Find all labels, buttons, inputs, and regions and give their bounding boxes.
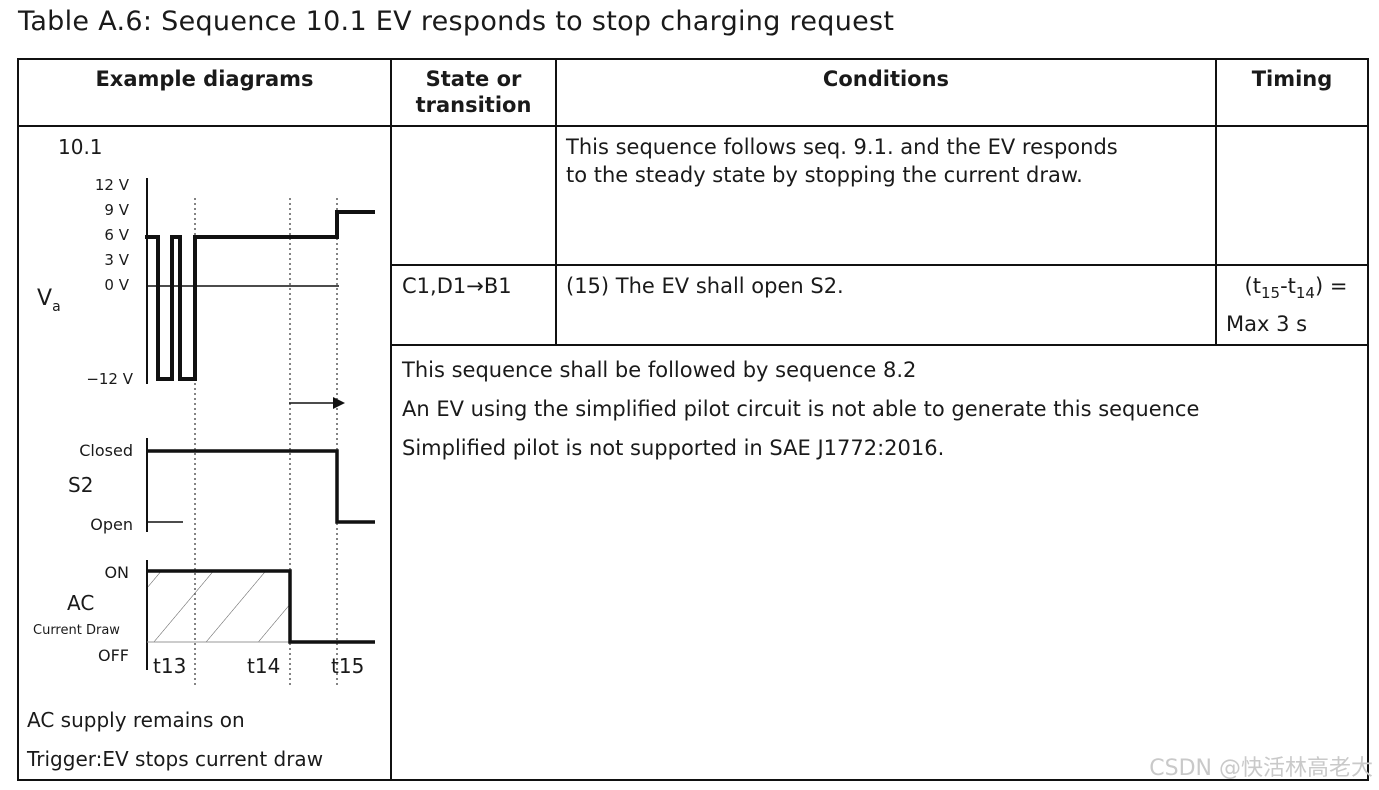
col-divider-1 bbox=[390, 58, 392, 781]
header-state-line2: transition bbox=[415, 93, 532, 117]
row2-condition: (15) The EV shall open S2. bbox=[566, 274, 844, 298]
timing-part-a: (t bbox=[1244, 274, 1261, 298]
table-border-left bbox=[17, 58, 19, 781]
va-label: Va bbox=[37, 286, 61, 315]
time-label-t15: t15 bbox=[331, 654, 364, 678]
tick-minus12v: −12 V bbox=[86, 370, 133, 388]
header-timing: Timing bbox=[1251, 67, 1333, 91]
row2-timing-line1: (t15-t14) = bbox=[1227, 272, 1365, 307]
ac-label: AC bbox=[67, 591, 94, 615]
row1-condition: This sequence follows seq. 9.1. and the … bbox=[566, 133, 1118, 189]
timing-part-b: -t bbox=[1280, 274, 1296, 298]
ac-off-label: OFF bbox=[98, 646, 129, 665]
ac-on-label: ON bbox=[104, 563, 129, 582]
va-label-main: V bbox=[37, 286, 52, 311]
timing-sub-15: 15 bbox=[1260, 284, 1281, 302]
tick-12v: 12 V bbox=[95, 176, 130, 194]
header-example-diagrams: Example diagrams bbox=[95, 67, 314, 91]
ac-waveform bbox=[147, 569, 375, 644]
table-border-bottom bbox=[17, 779, 1369, 781]
ac-sub-label: Current Draw bbox=[33, 623, 120, 638]
diagram-id: 10.1 bbox=[58, 135, 103, 159]
note-3: Simplified pilot is not supported in SAE… bbox=[402, 436, 945, 460]
row2-timing: (t15-t14) = bbox=[1227, 272, 1365, 307]
va-label-sub: a bbox=[52, 299, 61, 315]
s2-waveform bbox=[147, 449, 375, 524]
col-divider-3 bbox=[1215, 58, 1217, 346]
row1-condition-line1: This sequence follows seq. 9.1. and the … bbox=[566, 135, 1118, 159]
table-border-top bbox=[17, 58, 1369, 60]
row2-timing-line2: Max 3 s bbox=[1226, 312, 1308, 336]
header-conditions: Conditions bbox=[822, 67, 950, 91]
tick-6v: 6 V bbox=[104, 226, 129, 244]
col-divider-2 bbox=[555, 58, 557, 346]
s2-closed-label: Closed bbox=[79, 441, 133, 460]
sequence-table: Example diagrams State or transition Con… bbox=[17, 58, 1369, 781]
timing-part-c: ) = bbox=[1314, 274, 1348, 298]
note-2: An EV using the simplified pilot circuit… bbox=[402, 397, 1200, 421]
watermark: CSDN @快活林高老大 bbox=[1149, 756, 1373, 781]
table-border-right bbox=[1367, 58, 1369, 781]
s2-open-label: Open bbox=[90, 515, 133, 534]
notes-block: This sequence shall be followed by seque… bbox=[402, 351, 1199, 468]
tick-0v: 0 V bbox=[104, 276, 129, 294]
header-state-line1: State or bbox=[425, 67, 522, 91]
diagram-footer-1: AC supply remains on bbox=[27, 708, 245, 732]
timing-sub-14: 14 bbox=[1295, 284, 1315, 302]
diagram-footer-2: Trigger:EV stops current draw bbox=[26, 747, 323, 771]
tick-3v: 3 V bbox=[104, 251, 129, 269]
tick-9v: 9 V bbox=[104, 201, 129, 219]
transition-arrow-head bbox=[333, 397, 345, 409]
example-timing-diagram: 10.1 Va 12 V 9 V 6 V 3 V 0 V −12 V Close… bbox=[26, 135, 375, 771]
table-caption: Table A.6: Sequence 10.1 EV responds to … bbox=[18, 6, 895, 37]
header-divider bbox=[17, 125, 1369, 127]
row1-condition-line2: to the steady state by stopping the curr… bbox=[566, 163, 1083, 187]
note-1: This sequence shall be followed by seque… bbox=[402, 358, 917, 382]
row2-state: C1,D1→B1 bbox=[402, 274, 512, 298]
time-label-t14: t14 bbox=[247, 654, 280, 678]
row-divider-2 bbox=[391, 344, 1369, 346]
header-state-transition: State or transition bbox=[392, 66, 555, 118]
ac-draw-hatch bbox=[148, 571, 290, 642]
s2-label: S2 bbox=[68, 473, 93, 497]
time-label-t13: t13 bbox=[153, 654, 186, 678]
va-waveform bbox=[145, 210, 375, 381]
row-divider-1 bbox=[391, 264, 1369, 266]
